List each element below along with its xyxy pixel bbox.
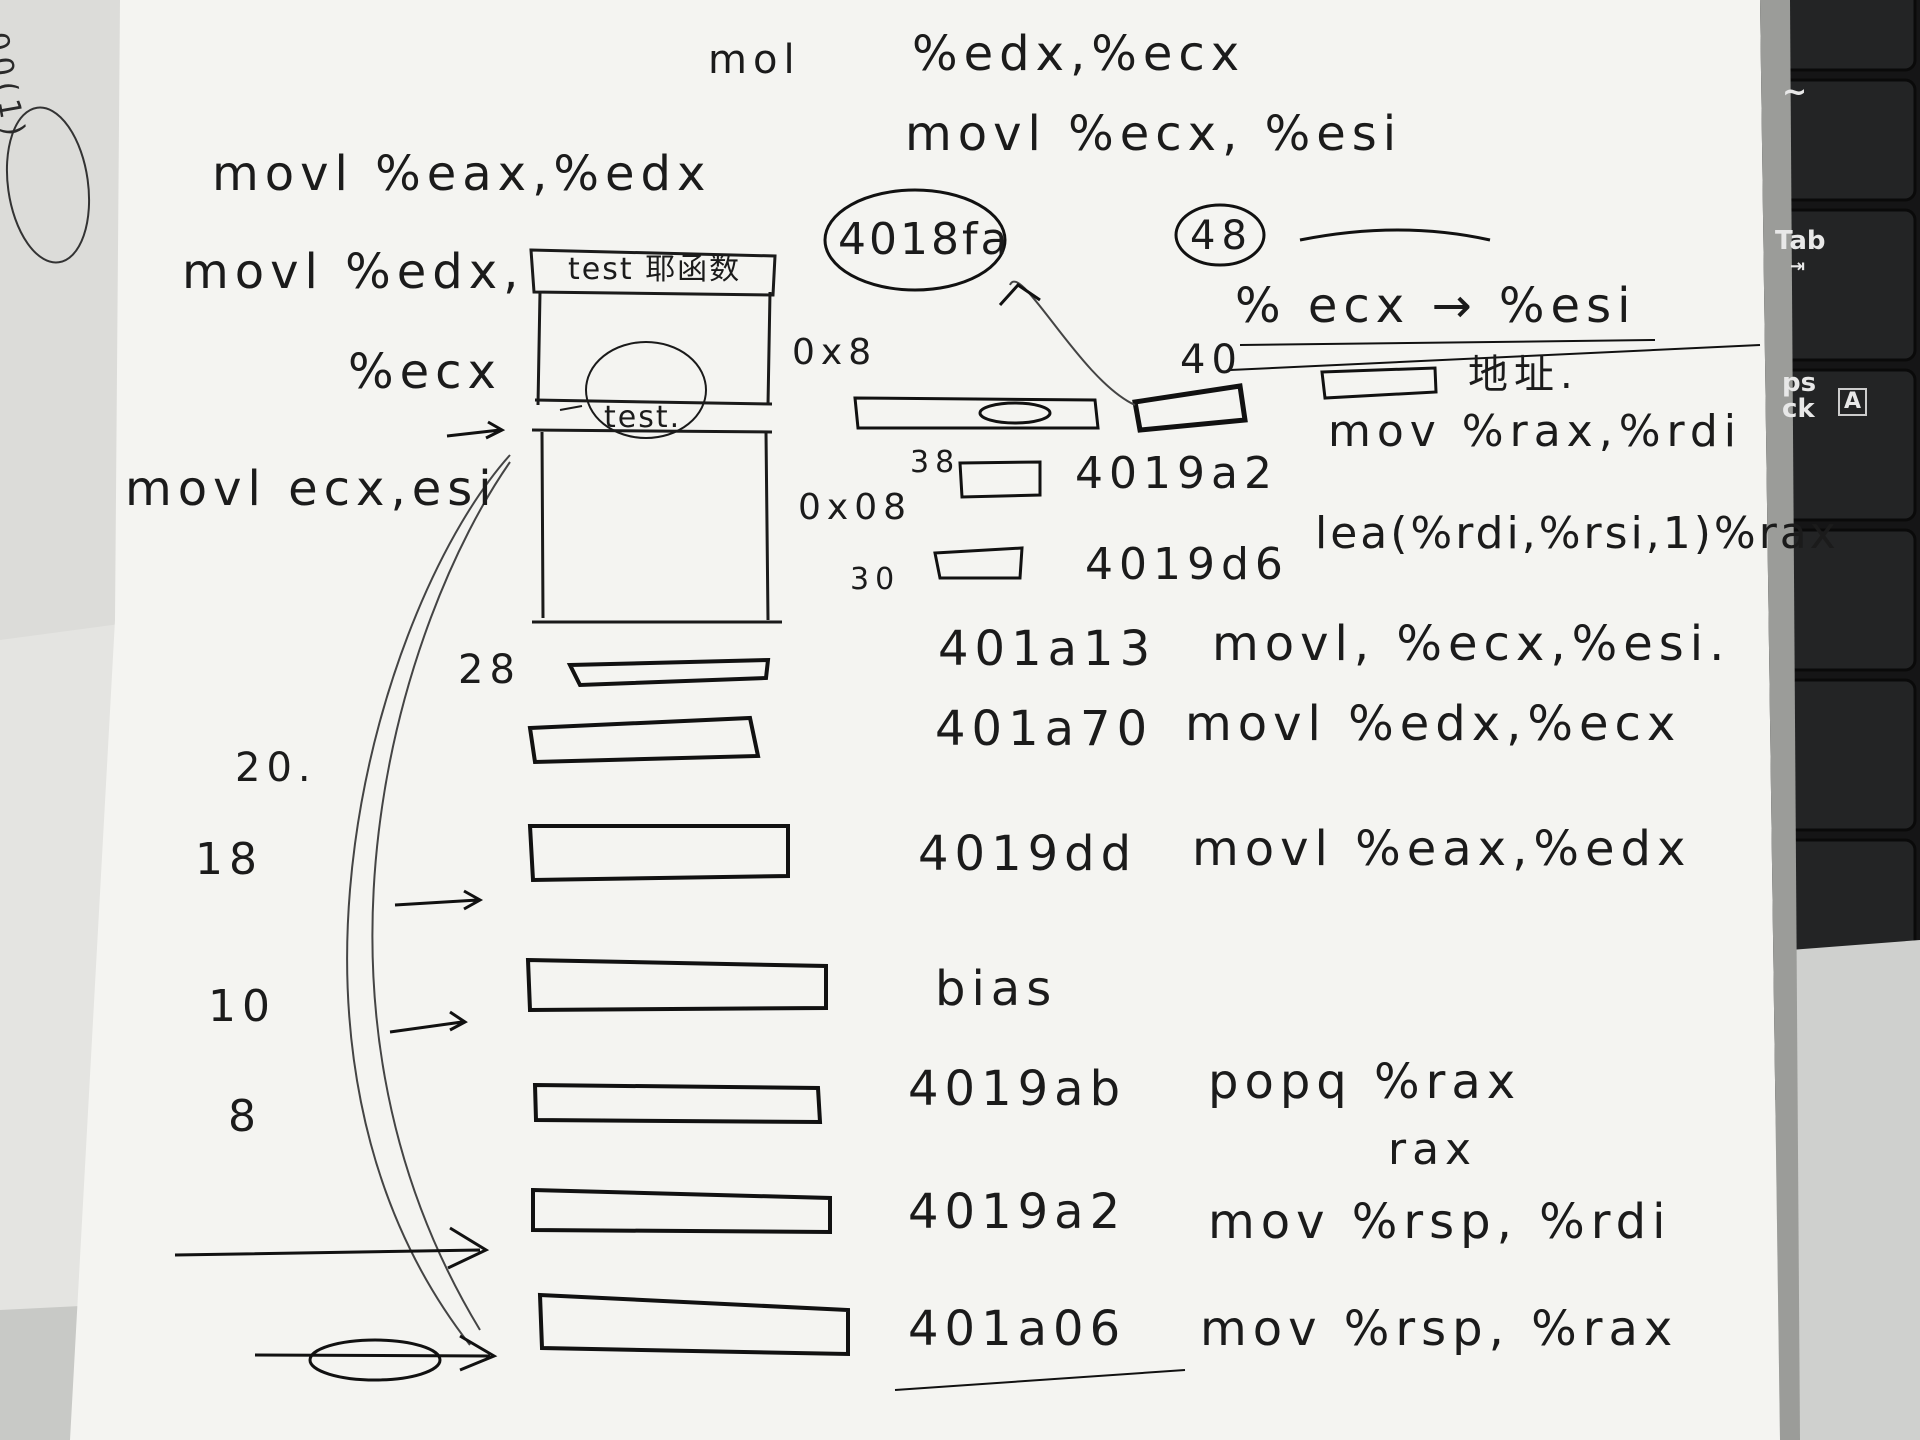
stack-addr-401a13: 401a13 bbox=[938, 621, 1157, 677]
keyboard-keys bbox=[1773, 0, 1917, 982]
note-left-ecx: %ecx bbox=[348, 344, 502, 400]
stack-instr-401a06: mov %rsp, %rax bbox=[1200, 1301, 1679, 1357]
stack-instr-4019a2: mov %rsp, %rdi bbox=[1208, 1194, 1672, 1250]
small-30: 30 bbox=[850, 562, 901, 597]
tab-arrow-icon: ⇥ bbox=[1790, 256, 1806, 277]
stack-addr-401a06: 401a06 bbox=[908, 1301, 1127, 1357]
stack-addr-4019dd: 4019dd bbox=[918, 826, 1138, 882]
note-mov-rax-rdi: mov %rax,%rdi bbox=[1328, 406, 1742, 457]
note-left-eax-edx: movl %eax,%edx bbox=[212, 146, 712, 202]
side-sheet-ellipse-scribble bbox=[5, 106, 91, 264]
stack-instr-bias: bias bbox=[935, 961, 1058, 1017]
key-tab: Tab bbox=[1775, 226, 1826, 256]
note-top-edx-ecx: %edx,%ecx bbox=[912, 26, 1246, 82]
note-ecx-to-esi: % ecx → %esi bbox=[1235, 278, 1637, 334]
stack-addr-4019a2: 4019a2 bbox=[908, 1184, 1127, 1240]
note-top-mol: mol bbox=[708, 37, 801, 83]
hex-0x8-mid: 0x08 bbox=[798, 487, 913, 528]
stack-frame-drawing bbox=[529, 248, 782, 624]
stack-offset-10: 10 bbox=[208, 981, 276, 1032]
hex-0x8-top: 0x8 bbox=[792, 332, 878, 373]
stack-instr-401a13: movl, %ecx,%esi. bbox=[1212, 616, 1731, 672]
key-a: A bbox=[1838, 388, 1868, 416]
note-addr-4019a2-small: 4019a2 bbox=[1075, 448, 1278, 499]
overwrite-note-rax: rax bbox=[1388, 1124, 1478, 1175]
annotation-circles bbox=[823, 188, 1761, 371]
main-paper-sheet bbox=[70, 0, 1780, 1440]
stack-addr-4019ab: 4019ab bbox=[908, 1061, 1127, 1117]
paper-shadow-edge bbox=[1760, 0, 1800, 1440]
caret-arrow bbox=[998, 283, 1041, 307]
stack-offset-20: 20. bbox=[235, 745, 317, 791]
key-caps-line2: ck bbox=[1782, 394, 1815, 424]
note-lea-instr: lea(%rdi,%rsi,1)%rax bbox=[1315, 508, 1839, 559]
stack-offset-18: 18 bbox=[195, 834, 263, 885]
right-small-boxes bbox=[853, 366, 1438, 580]
stack-offset-28: 28 bbox=[458, 647, 521, 693]
stack-top-label: test 耶函数 bbox=[568, 252, 742, 287]
stack-instr-4019dd: movl %eax,%edx bbox=[1192, 821, 1692, 877]
stack-instr-401a70: movl %edx,%ecx bbox=[1185, 696, 1682, 752]
stack-boxes bbox=[525, 657, 850, 1357]
circled-address-4018fa: 4018fa bbox=[838, 214, 1011, 265]
note-left-edx: movl %edx, bbox=[182, 244, 525, 300]
key-tilde: ~ bbox=[1782, 75, 1808, 110]
key-caps-line1: ps bbox=[1782, 368, 1817, 398]
note-dizhi: 地址. bbox=[1468, 352, 1579, 398]
circled-48: 48 bbox=[1190, 213, 1253, 259]
note-left-ecx-esi: movl ecx,esi bbox=[125, 461, 498, 517]
small-38: 38 bbox=[910, 445, 961, 480]
note-label-40: 40 bbox=[1180, 337, 1243, 383]
stack-instr-4019ab: popq %rax bbox=[1208, 1054, 1522, 1110]
stack-test-label: test. bbox=[604, 400, 682, 435]
note-top-ecx-esi: movl %ecx, %esi bbox=[905, 106, 1403, 162]
arrows bbox=[174, 420, 1186, 1391]
stack-offset-8: 8 bbox=[228, 1091, 262, 1142]
test-label-circle bbox=[559, 405, 583, 411]
stack-addr-401a70: 401a70 bbox=[935, 701, 1154, 757]
note-addr-4019d6: 4019d6 bbox=[1085, 539, 1289, 590]
pencil-curves bbox=[346, 280, 1136, 1346]
